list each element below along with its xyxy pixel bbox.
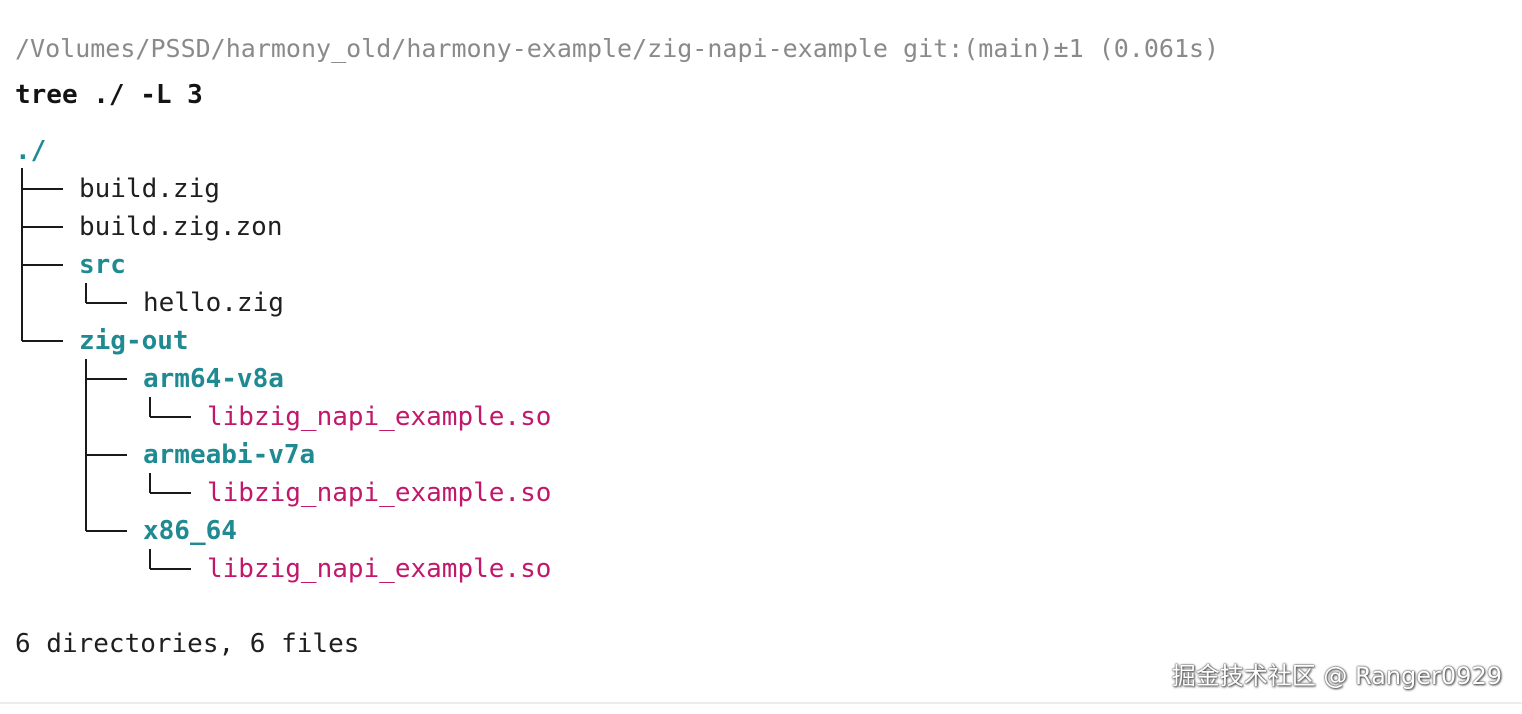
dir-zig-out: zig-out bbox=[79, 326, 189, 356]
prompt-path: /Volumes/PSSD/harmony_old/harmony-exampl… bbox=[15, 34, 1220, 63]
file-build-zig-zon: build.zig.zon bbox=[79, 212, 283, 242]
watermark: 掘金技术社区 @ Ranger0929 bbox=[1171, 662, 1502, 690]
file-arm64-so: libzig_napi_example.so bbox=[207, 402, 552, 432]
file-armeabi-so: libzig_napi_example.so bbox=[207, 478, 552, 508]
file-build-zig: build.zig bbox=[79, 174, 220, 204]
file-hello-zig: hello.zig bbox=[143, 288, 284, 318]
terminal-output: /Volumes/PSSD/harmony_old/harmony-exampl… bbox=[15, 0, 1505, 700]
dir-src: src bbox=[79, 250, 126, 280]
bottom-divider bbox=[0, 702, 1522, 704]
tree-summary: 6 directories, 6 files bbox=[15, 629, 360, 659]
command-line: tree ./ -L 3 bbox=[15, 80, 203, 110]
tree-root: ./ bbox=[15, 136, 47, 166]
dir-arm64-v8a: arm64-v8a bbox=[143, 364, 284, 394]
dir-armeabi-v7a: armeabi-v7a bbox=[143, 440, 316, 470]
dir-x86-64: x86_64 bbox=[143, 516, 237, 546]
file-x86-64-so: libzig_napi_example.so bbox=[207, 554, 552, 584]
